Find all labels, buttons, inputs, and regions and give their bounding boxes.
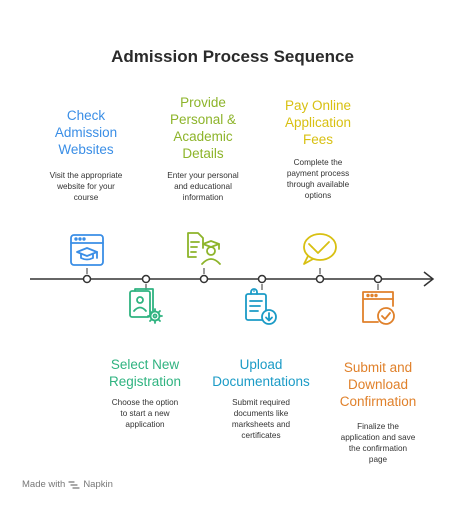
document-download-icon (245, 288, 277, 325)
step-4-title: Upload Documentations (212, 357, 310, 389)
document-gear-icon (129, 288, 163, 324)
browser-graduation-cap-icon (70, 234, 104, 266)
page-title: Admission Process Sequence (111, 47, 354, 66)
timeline-node-6 (373, 274, 383, 284)
timeline-node-5 (315, 274, 325, 284)
step-5-desc: Complete the payment process through ava… (286, 158, 350, 200)
timeline-arrowhead (423, 271, 435, 287)
step-4-desc: Submit required documents like marksheet… (231, 398, 291, 440)
step-1-desc: Visit the appropriate website for your c… (49, 171, 123, 202)
timeline-node-3 (199, 274, 209, 284)
timeline-node-1 (82, 274, 92, 284)
document-graduate-icon (187, 232, 221, 265)
footer-text: Made with (22, 479, 66, 490)
step-2-title: Select New Registration (108, 357, 182, 389)
napkin-logo-icon (68, 480, 80, 489)
footer: Made with Napkin (22, 479, 113, 490)
browser-checkmark-icon (362, 291, 395, 325)
checkmark-bubble-icon (303, 233, 337, 265)
footer-brand: Napkin (83, 479, 113, 490)
step-3-desc: Enter your personal and educational info… (167, 171, 239, 202)
step-6-desc: Finalize the application and save the co… (340, 422, 416, 464)
step-2-desc: Choose the option to start a new applica… (111, 398, 179, 429)
step-3-title: Provide Personal & Academic Details (169, 95, 237, 161)
step-1-title: Check Admission Websites (54, 108, 118, 157)
timeline-node-4 (257, 274, 267, 284)
timeline-node-2 (141, 274, 151, 284)
step-6-title: Submit and Download Confirmation (339, 360, 417, 409)
step-5-title: Pay Online Application Fees (284, 98, 352, 147)
